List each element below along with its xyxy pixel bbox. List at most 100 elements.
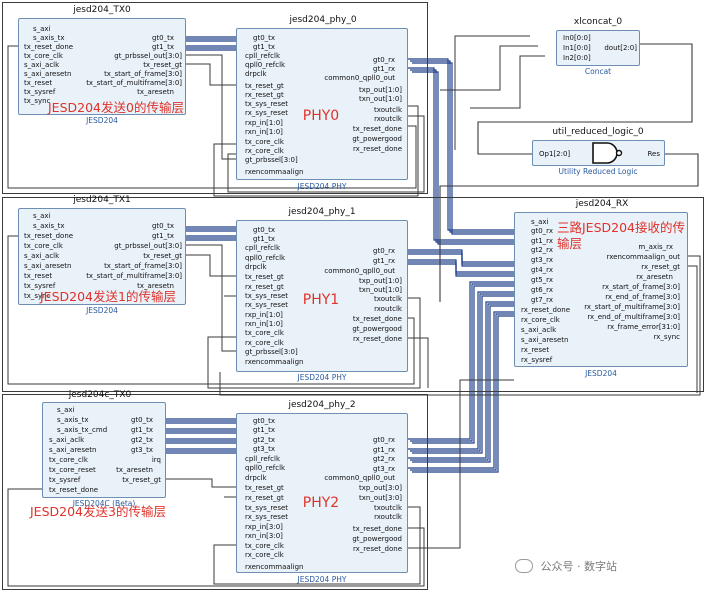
phy2-block[interactable]: gt0_tx gt1_tx gt2_tx gt3_tx cpll_refclk … xyxy=(236,413,408,573)
bus-phy0-rx-gt0-0 xyxy=(408,58,514,231)
phy2-port-gt2-tx: gt2_tx xyxy=(253,436,276,444)
wire-phy0-rxoutclk xyxy=(227,115,425,193)
phy2-port-rxp-in: rxp_in[3:0] xyxy=(245,523,283,531)
rx-title: jesd204_RX xyxy=(575,199,629,209)
rx-block[interactable]: s_axi gt0_rx gt1_rx gt2_rx gt3_rx gt4_rx… xyxy=(514,212,688,367)
tx0-port-tx-reset-done: tx_reset_done xyxy=(24,43,74,51)
bus-phy2-rx-gt1-2 xyxy=(412,295,518,454)
tx1-port-tx-sync: tx_sync xyxy=(24,292,51,300)
wire-phy2-txoutclk xyxy=(213,506,421,585)
and-gate-icon xyxy=(592,142,623,164)
tx2-port-gt1-tx: gt1_tx xyxy=(130,426,153,434)
tx0-block[interactable]: s_axi s_axis_tx tx_reset_done tx_core_cl… xyxy=(18,18,186,115)
bus-phy0-rx-gt1-1 xyxy=(410,69,516,243)
phy0-port-gt0-tx: gt0_tx xyxy=(253,34,276,42)
phy0-block[interactable]: gt0_tx gt1_tx cpll_refclk qpll0_refclk d… xyxy=(236,28,408,180)
rx-port-gt5-rx: gt5_rx xyxy=(531,276,553,284)
phy0-port-rx-sys-reset: rx_sys_reset xyxy=(245,109,288,117)
rx-port-rx-reset-gt: rx_reset_gt xyxy=(641,263,680,271)
wire-rx-done-in2 xyxy=(470,55,545,109)
phy1-port-gt-prbssel: gt_prbssel[3:0] xyxy=(245,348,298,356)
rx-port-rx-sysref: rx_sysref xyxy=(521,356,553,364)
phy0-annotation: PHY0 xyxy=(302,108,340,124)
wire-tx0-prbssel xyxy=(186,54,236,160)
phy0-port-gt1-tx: gt1_tx xyxy=(253,43,276,51)
rx-port-rx-core-clk: rx_core_clk xyxy=(521,316,560,324)
phy2-port-gt1-rx: gt1_rx xyxy=(373,446,395,454)
phy1-port-txp-out: txp_out[1:0] xyxy=(358,277,402,285)
bus-phy2-rx-gt2-2 xyxy=(412,305,518,463)
rx-port-gt1-rx: gt1_rx xyxy=(531,237,553,245)
tx0-port-s-axi-aresetn: s_axi_aresetn xyxy=(24,70,72,78)
phy1-block[interactable]: gt0_tx gt1_tx cpll_refclk qpll0_refclk d… xyxy=(236,220,408,372)
phy1-port-tx-sys-reset: tx_sys_reset xyxy=(245,292,289,300)
phy0-port-gt-powergood: gt_powergood xyxy=(352,135,402,143)
concat-block[interactable]: In0[0:0] In1[0:0] In2[0:0] dout[2:0] xyxy=(556,30,640,66)
bus-phy0-rx-gt0-2 xyxy=(412,62,518,235)
rx-port-rx-sync: rx_sync xyxy=(653,333,680,341)
bus-phy2-rx-gt0-2 xyxy=(412,285,518,444)
phy2-port-gt0-rx: gt0_rx xyxy=(373,436,395,444)
bus-phy0-rx-gt1-0 xyxy=(408,67,514,241)
tx0-port-s-axi-aclk: s_axi_aclk xyxy=(24,61,60,69)
phy2-port-txp-out: txp_out[3:0] xyxy=(358,484,402,492)
phy2-port-gt0-tx: gt0_tx xyxy=(253,417,276,425)
phy0-port-cpll-refclk: cpll_refclk xyxy=(245,52,281,60)
tx0-port-tx-start-of-frame: tx_start_of_frame[3:0] xyxy=(104,70,182,78)
tx2-port-s-axi: s_axi xyxy=(57,406,75,414)
phy0-title: jesd204_phy_0 xyxy=(289,15,357,25)
phy0-port-txoutclk: txoutclk xyxy=(374,106,402,114)
phy0-port-tx-core-clk: tx_core_clk xyxy=(245,138,284,146)
phy1-port-rxencommaalign: rxencommaalign xyxy=(245,358,304,366)
phy0-port-common0-qpll0-out: common0_qpll0_out xyxy=(324,74,395,82)
tx1-port-s-axi-aresetn: s_axi_aresetn xyxy=(24,262,72,270)
tx1-annotation: JESD204发送1的传输层 xyxy=(40,289,176,304)
logic-title: util_reduced_logic_0 xyxy=(552,127,644,137)
tx1-port-s-axi: s_axi xyxy=(33,212,51,220)
phy2-port-gt-powergood: gt_powergood xyxy=(352,535,402,543)
phy2-port-gt1-tx: gt1_tx xyxy=(253,426,276,434)
wire-tx2-reset-gt xyxy=(166,478,236,488)
concat-port-dout: dout[2:0] xyxy=(604,44,637,52)
phy2-port-qpll0-refclk: qpll0_refclk xyxy=(245,464,286,472)
tx2-port-tx-sysref: tx_sysref xyxy=(49,476,81,484)
rx-port-rx-end-of-frame: rx_end_of_frame[3:0] xyxy=(605,293,680,301)
rx-port-gt6-rx: gt6_rx xyxy=(531,286,553,294)
concat-title: xlconcat_0 xyxy=(573,17,623,27)
phy2-port-txoutclk: txoutclk xyxy=(374,504,402,512)
phy2-port-rx-core-clk: rx_core_clk xyxy=(245,551,284,559)
phy1-port-gt1-tx: gt1_tx xyxy=(253,235,276,243)
tx1-port-tx-aresetn: tx_aresetn xyxy=(137,282,174,290)
tx1-port-s-axi-aclk: s_axi_aclk xyxy=(24,252,60,260)
wire-phy0-tx-reset-done xyxy=(7,45,417,189)
wire-rx-done-in1 xyxy=(440,45,538,91)
wire-concat-dout xyxy=(477,43,693,155)
rx-port-m-axis-rx: m_axis_rx xyxy=(638,243,673,251)
phy2-port-rxencommaalign: rxencommaalign xyxy=(245,563,304,571)
phy2-footer: JESD204 PHY xyxy=(297,575,347,584)
phy1-port-qpll0-refclk: qpll0_refclk xyxy=(245,254,286,262)
tx0-port-tx-start-of-multiframe: tx_start_of_multiframe[3:0] xyxy=(86,79,182,87)
phy1-port-rx-reset-gt: rx_reset_gt xyxy=(245,283,284,291)
phy1-port-rxn-in: rxn_in[1:0] xyxy=(245,320,283,328)
phy0-port-gt-prbssel: gt_prbssel[3:0] xyxy=(245,156,298,164)
tx2-block[interactable]: s_axi s_axis_tx s_axis_tx_cmd s_axi_aclk… xyxy=(42,402,166,498)
phy1-title: jesd204_phy_1 xyxy=(288,207,356,217)
phy2-port-rxn-in: rxn_in[3:0] xyxy=(245,532,283,540)
phy0-port-rxoutclk: rxoutclk xyxy=(374,115,402,123)
watermark: 公众号 · 数字站 xyxy=(515,558,617,574)
tx1-block[interactable]: s_axi s_axis_tx tx_reset_done tx_core_cl… xyxy=(18,208,186,305)
phy1-port-common0-qpll0-out: common0_qpll0_out xyxy=(324,267,395,275)
rx-port-s-axi: s_axi xyxy=(531,218,549,226)
rx-port-gt7-rx: gt7_rx xyxy=(531,296,553,304)
tx2-port-irq: irq xyxy=(151,456,161,464)
tx1-port-tx-reset-done: tx_reset_done xyxy=(24,232,74,240)
tx0-annotation: JESD204发送0的传输层 xyxy=(48,100,184,115)
concat-port-in1: In1[0:0] xyxy=(563,44,591,52)
wire-phy2-rx-reset-done xyxy=(408,379,514,549)
phy0-port-txp-out: txp_out[1:0] xyxy=(358,86,402,94)
phy1-port-txoutclk: txoutclk xyxy=(374,295,402,303)
tx1-port-gt0-tx: gt0_tx xyxy=(151,222,174,230)
